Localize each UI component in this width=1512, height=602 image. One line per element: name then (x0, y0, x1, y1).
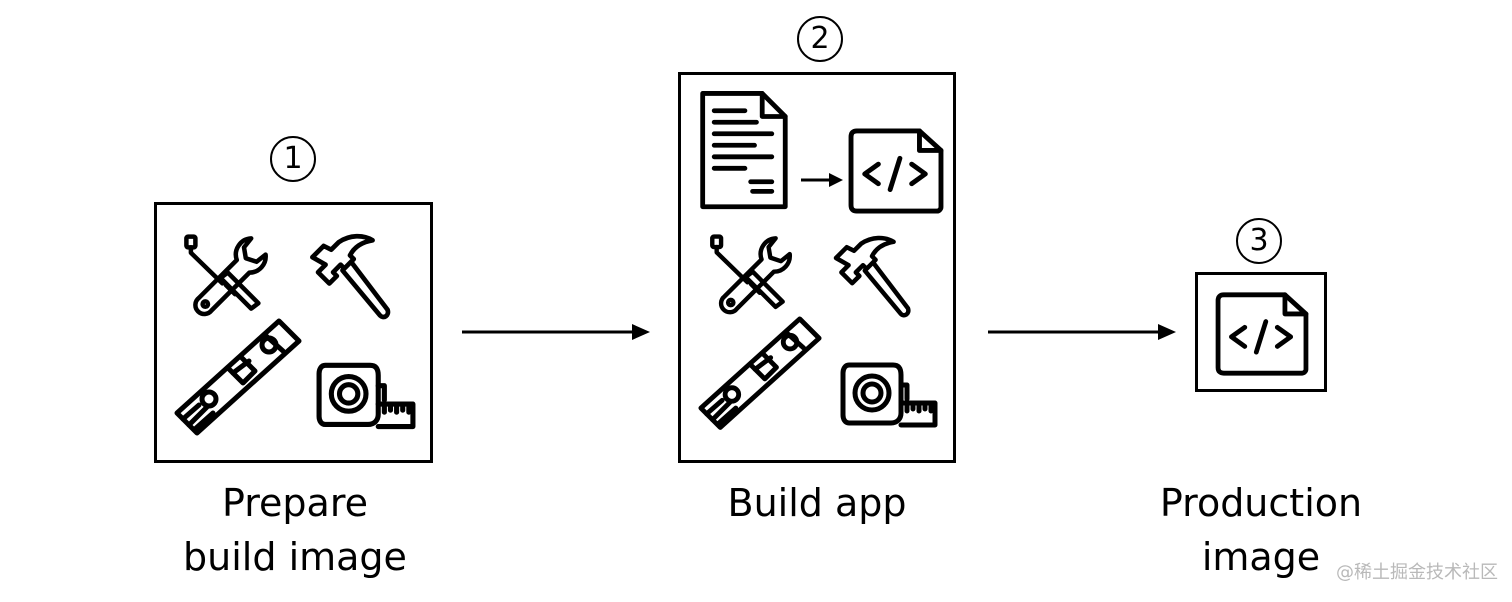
step-1-box (154, 202, 433, 463)
hammer-icon (303, 229, 397, 323)
arrow-step-1-to-2 (462, 324, 650, 340)
tape-measure-icon (315, 359, 417, 441)
tape-measure-icon (839, 359, 939, 439)
arrow-right-icon (801, 173, 843, 187)
step-number-2: 2 (797, 16, 843, 62)
step-1-label: Prepare build image (150, 476, 440, 584)
wrench-screwdriver-icon (707, 233, 795, 321)
step-number-1: 1 (270, 136, 316, 182)
arrow-step-2-to-3 (988, 324, 1176, 340)
wrench-screwdriver-icon (181, 233, 271, 323)
code-file-icon (1214, 291, 1310, 377)
step-3-label-line-1: Production (1159, 481, 1363, 525)
step-2-label-line-1: Build app (727, 481, 907, 525)
step-1-label-line-1: Prepare (222, 481, 368, 525)
step-3-box (1195, 272, 1327, 392)
spirit-level-icon (173, 317, 303, 447)
step-1-label-line-2: build image (183, 535, 407, 579)
step-3-label-line-2: image (1201, 535, 1321, 579)
step-3-label: Production image (1116, 476, 1406, 584)
hammer-icon (827, 231, 917, 321)
step-2-label: Build app (672, 476, 962, 530)
spirit-level-icon (697, 315, 823, 441)
watermark: @稀土掘金技术社区 (1336, 562, 1498, 583)
step-number-3: 3 (1236, 218, 1282, 264)
step-2-box (678, 72, 956, 463)
source-document-icon (695, 89, 791, 215)
code-file-icon (847, 127, 945, 215)
